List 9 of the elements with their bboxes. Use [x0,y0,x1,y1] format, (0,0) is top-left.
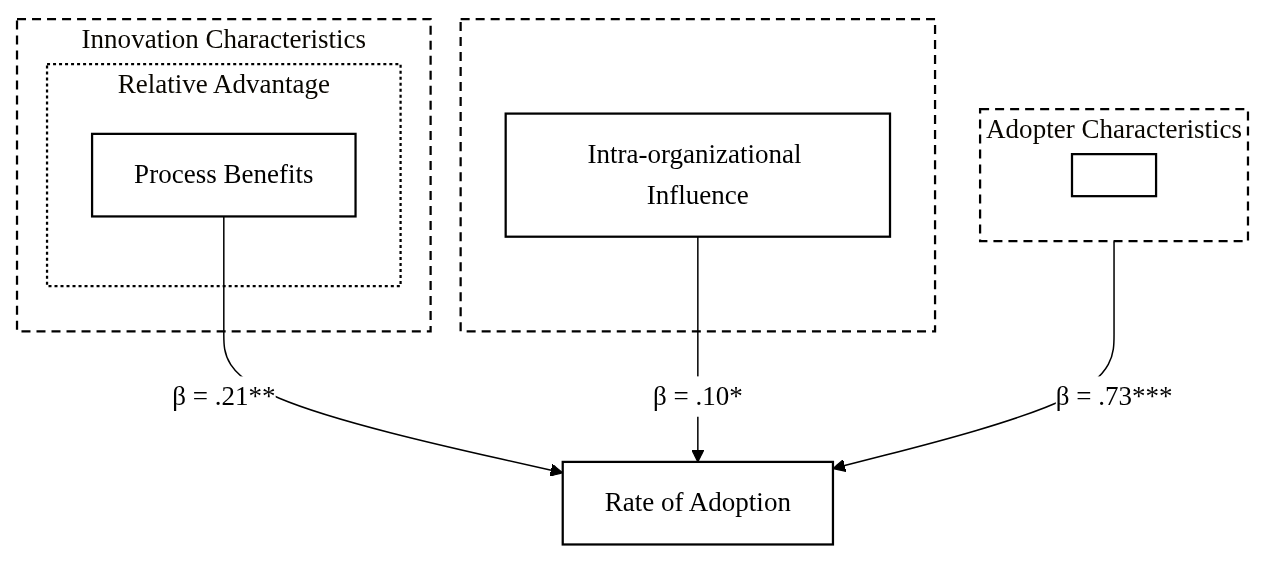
edge-label: β = .21** [172,380,276,411]
cluster: Adopter Characteristics [978,107,1250,243]
node-box: Process Benefits [90,132,357,218]
cluster [459,17,937,333]
node-box: Intra-organizational Influence [504,112,892,238]
node-box: Rate of Adoption [561,460,835,546]
node-box [1070,152,1158,198]
edge-label: β = .10* [652,380,743,411]
edge-label: β = .73*** [1055,380,1173,411]
